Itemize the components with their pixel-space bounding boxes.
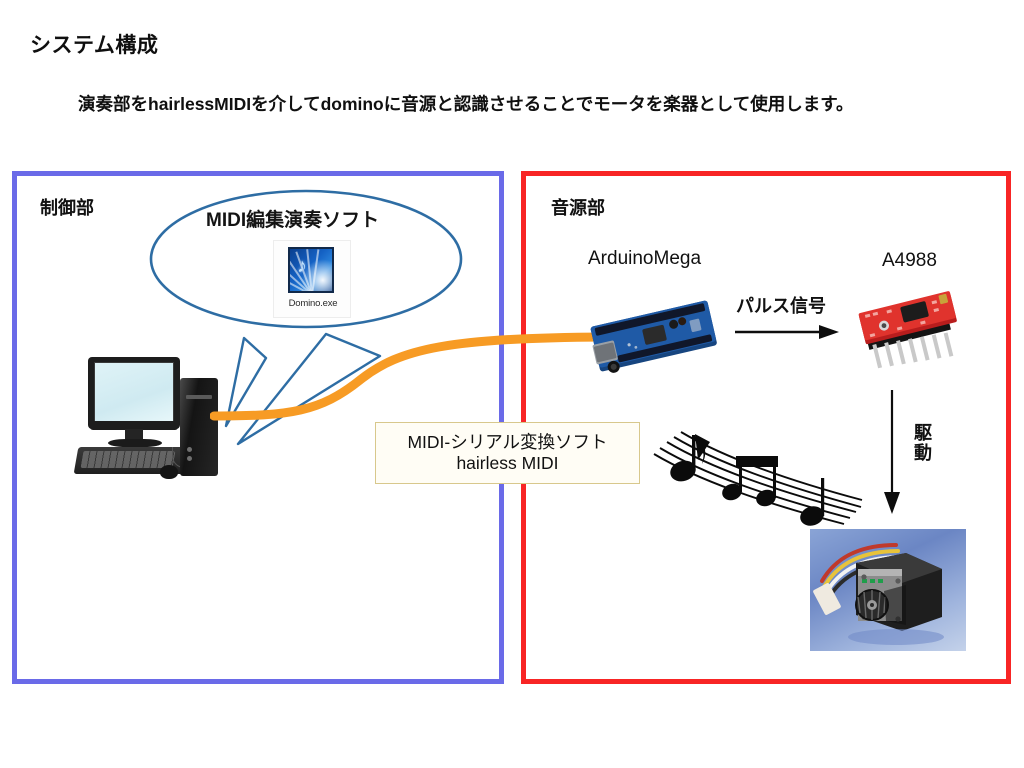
drive-arrow	[880, 390, 904, 515]
hairless-callout-line-1: MIDI-シリアル変換ソフト	[407, 431, 608, 452]
pulse-signal-arrow	[733, 322, 843, 342]
arduino-mega-board	[584, 293, 724, 381]
arduino-label: ArduinoMega	[588, 248, 702, 269]
bubble-title: MIDI編集演奏ソフト	[206, 210, 380, 231]
hairless-callout-line-2: hairless MIDI	[456, 453, 559, 473]
domino-icon-caption: Domino.exe	[288, 298, 338, 309]
domino-icon-tile: ♪	[288, 247, 334, 293]
monitor-bezel	[90, 421, 178, 430]
page-title: システム構成	[30, 34, 159, 57]
pulse-signal-label: パルス信号	[736, 296, 826, 316]
pc-tower-port-2	[187, 456, 192, 461]
sound-section-label: 音源部	[551, 198, 605, 218]
pc-tower	[180, 378, 218, 476]
music-note-icon: ♪	[297, 255, 307, 277]
desktop-pc-illustration	[68, 355, 228, 490]
monitor-stand-neck	[125, 429, 143, 441]
monitor-stand-base	[108, 439, 162, 447]
domino-exe-icon[interactable]: ♪ Domino.exe	[273, 240, 351, 318]
slide-description: 演奏部をhairlessMIDIを介してdominoに音源と認識させることでモー…	[78, 94, 854, 114]
control-section-label: 制御部	[40, 198, 94, 218]
keyboard-keys	[80, 451, 176, 468]
a4988-driver-board	[846, 290, 986, 370]
drive-arrow-label: 駆動	[914, 423, 932, 464]
hairless-midi-callout: MIDI-シリアル変換ソフト hairless MIDI	[375, 422, 640, 484]
pc-tower-drive-slot	[186, 395, 212, 399]
monitor-screen	[94, 362, 174, 422]
stepper-motor-photo	[810, 529, 966, 651]
a4988-label: A4988	[882, 250, 937, 271]
mouse	[160, 465, 178, 479]
pc-tower-port-1	[187, 447, 192, 452]
